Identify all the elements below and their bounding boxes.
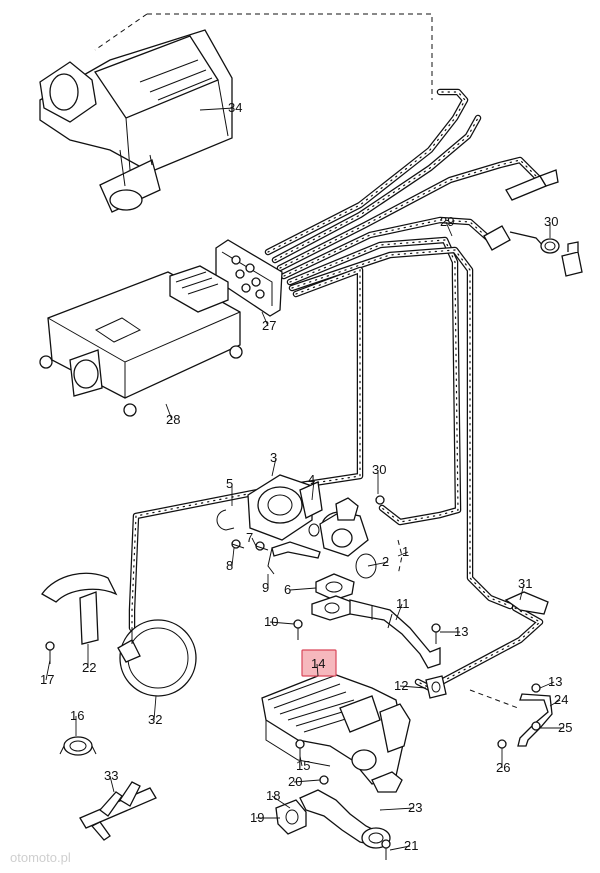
callout-leader-12 [399,685,427,689]
vacuum-hose-hose-outer [414,604,544,692]
callout-label-2: 2 [382,554,389,569]
part-throttle-valve-assembly [216,474,385,579]
callout-label-25: 25 [558,720,572,735]
vacuum-hose-hose-inner [266,90,467,254]
callout-label-24: 24 [554,692,568,707]
callout-leader-15 [299,755,303,767]
callout-leader-7 [251,537,257,547]
callout-label-7: 7 [246,530,253,545]
callout-label-23: 23 [408,800,422,815]
callout-leader-1 [397,551,409,557]
callout-label-18: 18 [266,788,280,803]
callout-label-6: 6 [284,582,291,597]
vacuum-hose-hose-dots [283,219,489,277]
callout-label-27: 27 [262,318,276,333]
part-bracket [497,683,553,749]
part-hose-fitting [483,169,583,277]
callout-label-9: 9 [262,580,269,595]
callout-leader-31 [519,583,525,601]
bolts [45,619,441,860]
vacuum-hose-hose-dots [279,159,541,269]
callout-label-29: 29 [440,214,454,229]
part-exhaust-pipe [275,775,391,849]
vacuum-hose-hose-inner [416,606,542,690]
callout-leader-2 [367,561,389,567]
part-heat-shield [41,572,118,645]
callout-leader-20 [293,779,321,783]
part-hose-connector [504,591,549,615]
callout-leader-34 [199,107,235,111]
callout-label-26: 26 [496,760,510,775]
callout-label-13: 13 [454,624,468,639]
callout-leader-6 [289,587,317,591]
part-vacuum-reservoir [117,619,197,697]
callout-leader-18 [271,795,291,809]
callout-label-30: 30 [544,214,558,229]
callout-leader-11 [395,603,403,621]
callout-label-11: 11 [396,596,410,611]
part-control-unit [39,265,243,417]
callout-label-12: 12 [394,678,408,693]
vacuum-hose-hose-dots [291,249,511,607]
highlight-box [301,649,337,677]
callout-label-5: 5 [226,476,233,491]
callout-label-33: 33 [104,768,118,783]
callout-label-8: 8 [226,558,233,573]
callout-leader-4 [311,479,315,501]
callout-label-19: 19 [250,810,264,825]
callout-label-14: 14 [311,656,325,671]
callout-label-28: 28 [166,412,180,427]
callout-leader-24 [549,699,561,707]
callout-label-13: 13 [548,674,562,689]
watermark: otomoto.pl [10,850,71,865]
callout-leader-28 [165,403,173,421]
part-gasket-6 [315,573,355,601]
vacuum-hose-hose-dots [274,117,479,261]
callout-leader-21 [389,845,411,851]
callout-label-1: 1 [402,544,409,559]
callout-leader-14 [316,663,319,677]
part-gasket-12 [425,675,447,699]
callout-leader-17 [45,659,51,681]
callout-leader-13 [539,681,555,689]
callout-label-4: 4 [308,472,315,487]
part-air-filter-housing [39,29,233,213]
vacuum-hoses [128,88,544,692]
callout-leader-27 [261,311,269,327]
callout-leader-23 [379,807,415,811]
part-connector-block [215,239,283,317]
part-egr-cooler [261,671,411,793]
callout-label-21: 21 [404,838,418,853]
part-hose-clamp-top [540,238,560,254]
reference-lines [94,13,519,709]
callout-label-3: 3 [270,450,277,465]
callout-label-20: 20 [288,774,302,789]
part-hose-clip [59,736,97,756]
callout-label-10: 10 [264,614,278,629]
callout-leader-3 [271,457,277,477]
callout-label-22: 22 [82,660,96,675]
callout-leader-10 [269,621,295,625]
callout-label-17: 17 [40,672,54,687]
callout-label-16: 16 [70,708,84,723]
vacuum-hose-hose-dots [417,607,542,689]
callout-leader-29 [445,221,453,237]
callout-label-34: 34 [228,100,242,115]
part-retainer [79,781,157,841]
callout-leader-33 [109,775,115,793]
part-egr-pipe [311,595,441,669]
vacuum-hose-hose-outer [264,88,469,256]
callout-label-32: 32 [148,712,162,727]
callout-label-30: 30 [372,462,386,477]
callout-leader-32 [153,695,157,721]
vacuum-hose-hose-dots [289,239,459,523]
vacuum-hose-hose-dots [267,91,466,253]
callout-label-15: 15 [296,758,310,773]
callout-label-31: 31 [518,576,532,591]
callout-leader-8 [231,547,235,567]
